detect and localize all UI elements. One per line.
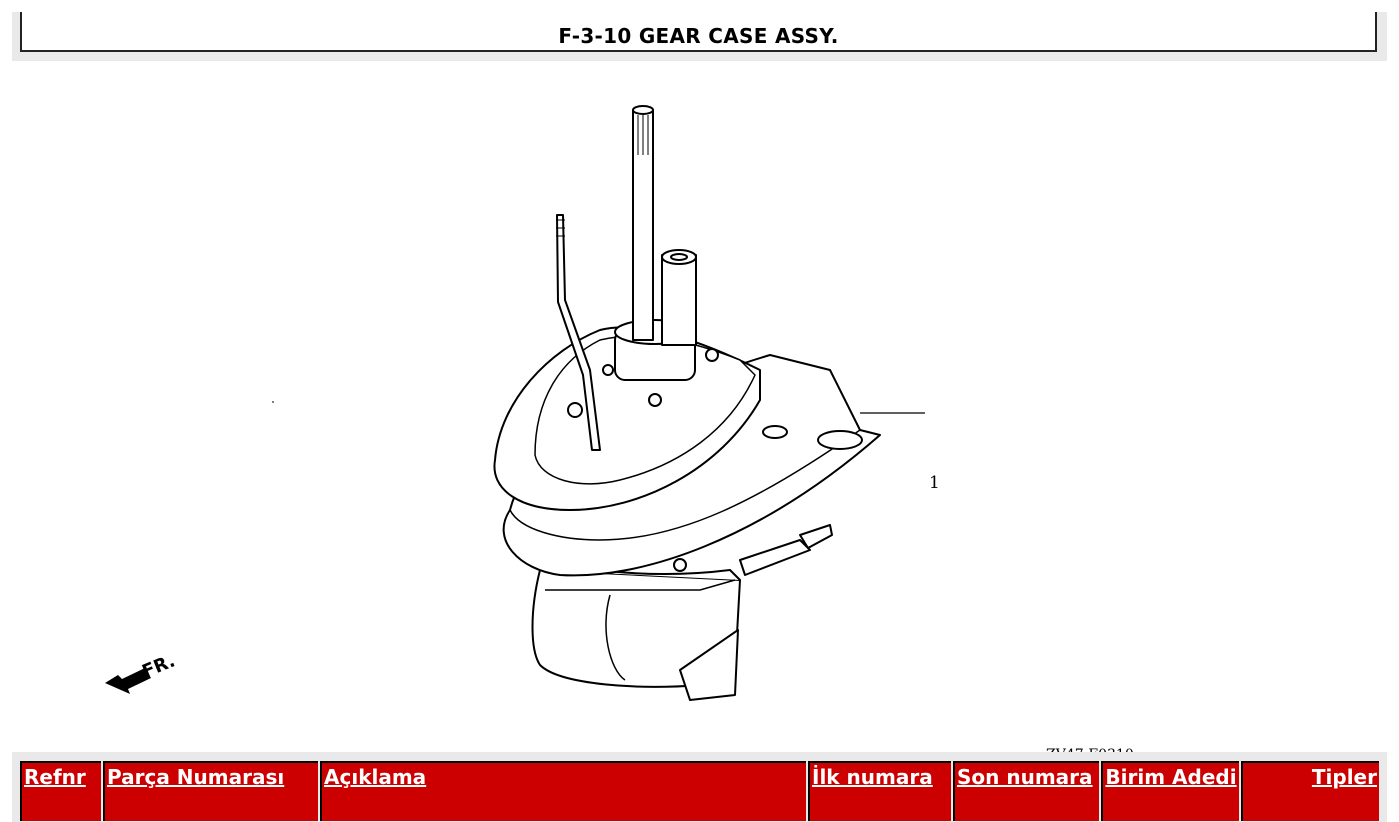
header-description-link[interactable]: Açıklama <box>324 765 427 789</box>
front-arrow-icon <box>105 668 151 694</box>
callout-number: 1 <box>929 473 940 493</box>
header-refnr-link[interactable]: Refnr <box>24 765 86 789</box>
page-title: F-3-10 GEAR CASE ASSY. <box>558 24 839 48</box>
header-refnr[interactable]: Refnr <box>20 761 101 821</box>
header-part-number[interactable]: Parça Numarası <box>103 761 318 821</box>
parts-diagram: 1 FR. ZV47-F0310 <box>0 70 1399 763</box>
header-last-number-link[interactable]: Son numara <box>957 765 1093 789</box>
gear-case-illustration <box>105 105 925 701</box>
header-unit-quantity-link[interactable]: Birim Adedi <box>1105 765 1237 789</box>
header-types[interactable]: Tipler <box>1241 761 1379 821</box>
header-first-number[interactable]: İlk numara <box>808 761 951 821</box>
title-box: F-3-10 GEAR CASE ASSY. <box>20 12 1377 52</box>
header-last-number[interactable]: Son numara <box>953 761 1099 821</box>
header-part-number-link[interactable]: Parça Numarası <box>107 765 285 789</box>
header-first-number-link[interactable]: İlk numara <box>812 765 933 789</box>
header-types-link[interactable]: Tipler <box>1311 765 1377 789</box>
header-description[interactable]: Açıklama <box>320 761 806 821</box>
header-unit-quantity[interactable]: Birim Adedi <box>1101 761 1239 821</box>
title-panel: F-3-10 GEAR CASE ASSY. <box>12 12 1387 61</box>
parts-table: Refnr Parça Numarası Açıklama İlk numara… <box>12 752 1387 822</box>
